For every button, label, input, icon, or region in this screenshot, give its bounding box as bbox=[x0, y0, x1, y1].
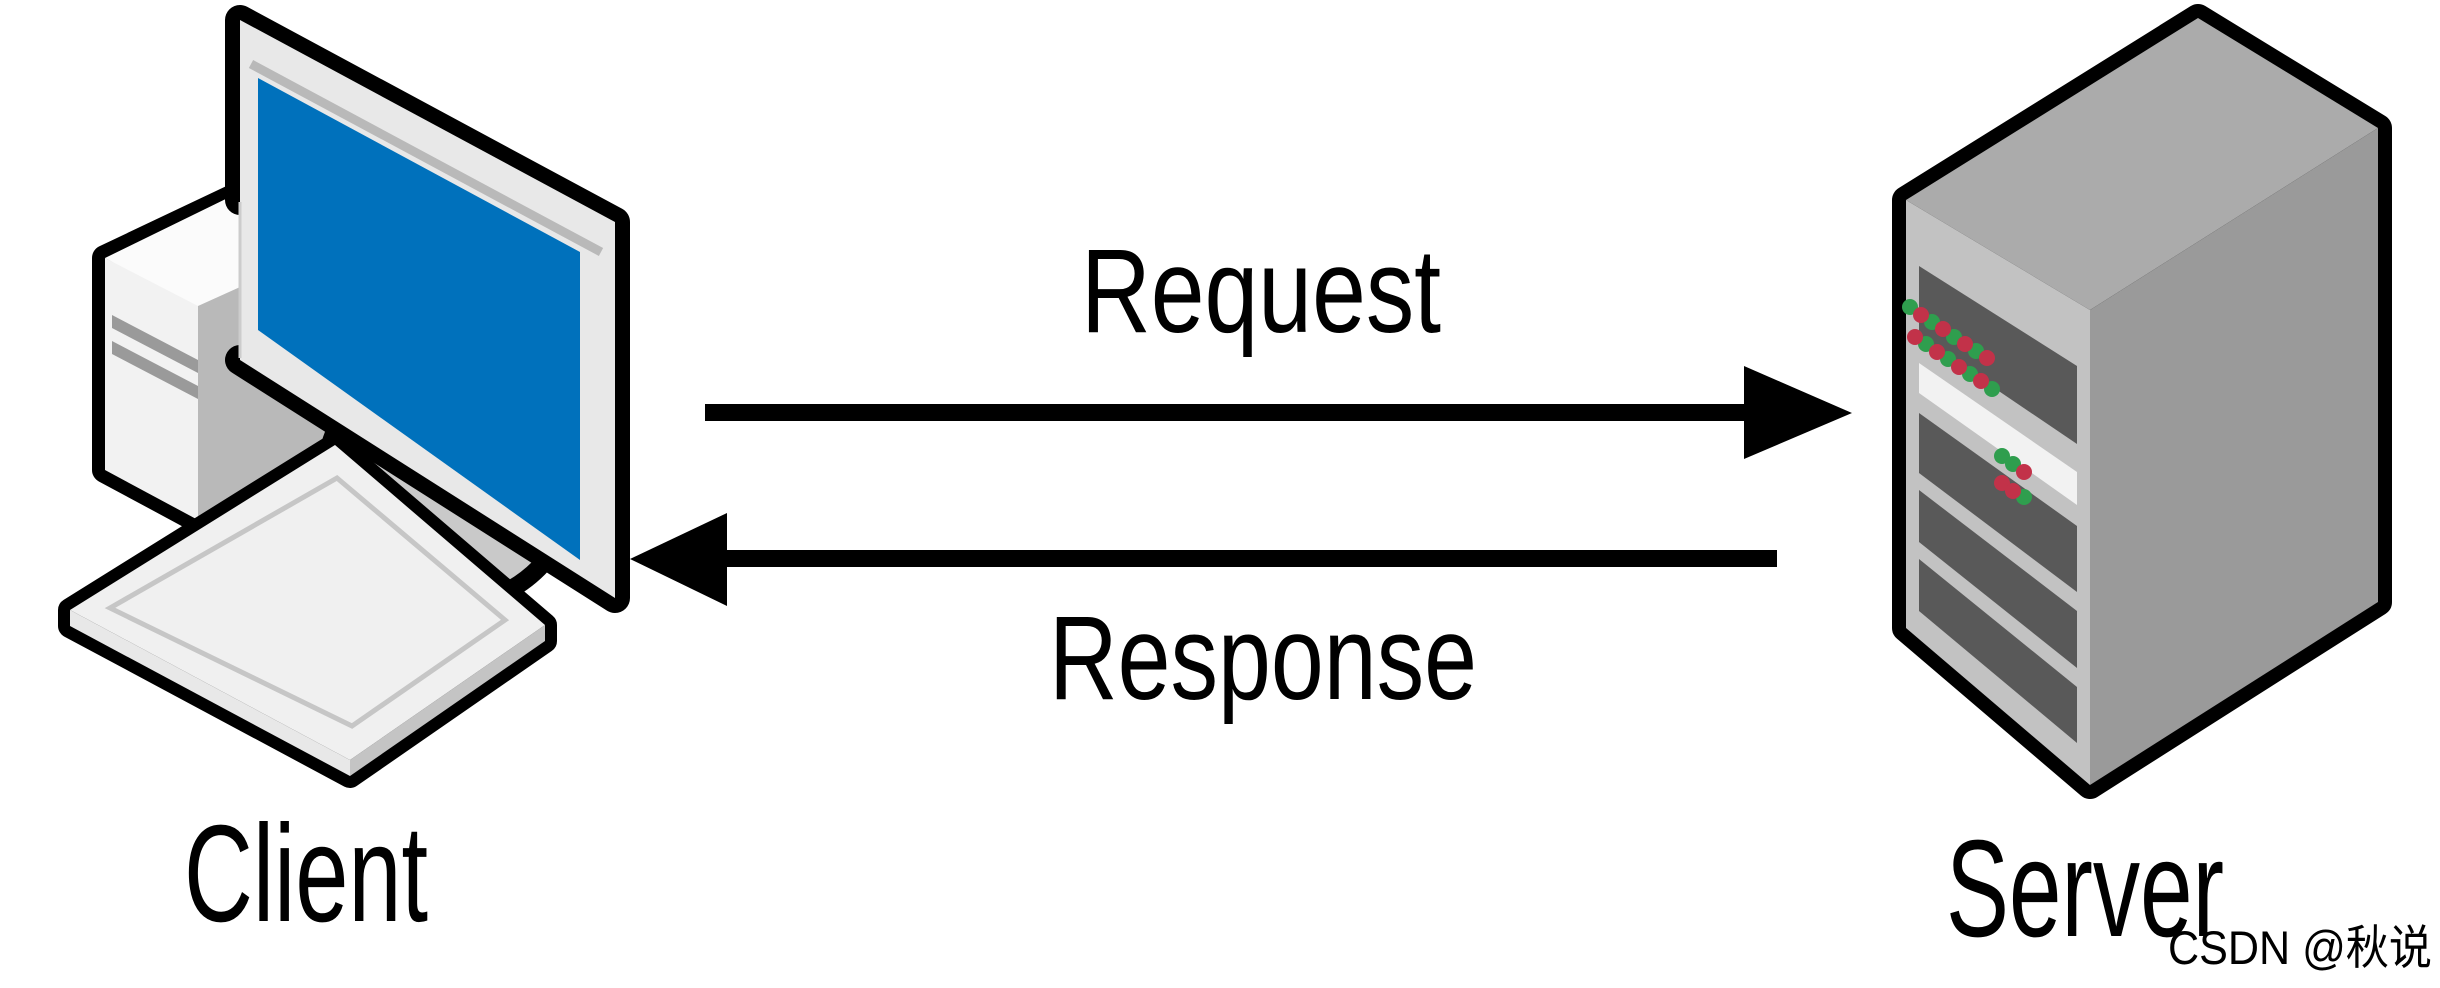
keyboard-icon bbox=[58, 433, 557, 788]
server-label: Server bbox=[1946, 812, 2224, 966]
server-top-face bbox=[1906, 18, 2378, 310]
response-label: Response bbox=[1049, 591, 1477, 725]
keyboard-key-area-line bbox=[104, 474, 510, 729]
server-icon bbox=[1892, 4, 2392, 799]
server-bay-slot bbox=[1919, 413, 2077, 592]
request-arrow-line bbox=[705, 404, 1750, 421]
monitor-screen bbox=[258, 78, 580, 560]
client-label: Client bbox=[184, 797, 428, 951]
tower-vent-stripe bbox=[112, 315, 198, 373]
monitor-icon bbox=[225, 5, 630, 613]
request-arrowhead-icon bbox=[1744, 366, 1852, 459]
monitor-bevel bbox=[248, 60, 604, 256]
server-side-face bbox=[2090, 128, 2378, 785]
request-arrow bbox=[705, 366, 1852, 459]
keyboard-right-edge bbox=[350, 625, 545, 776]
response-arrow-line bbox=[716, 550, 1777, 567]
server-drive-bays bbox=[1919, 266, 2077, 743]
client-computer-icon bbox=[58, 5, 630, 788]
keyboard-front-edge bbox=[70, 610, 350, 776]
server-white-stripe bbox=[1919, 363, 2077, 505]
keyboard-top-face bbox=[70, 445, 545, 760]
server-bay-slot bbox=[1919, 559, 2077, 743]
request-label: Request bbox=[1081, 224, 1441, 358]
tower-front-face bbox=[105, 258, 198, 520]
watermark: CSDN @秋说 bbox=[2168, 921, 2432, 974]
response-arrow bbox=[630, 513, 1777, 606]
server-bay-slot bbox=[1919, 266, 2077, 444]
tower-vent-stripe bbox=[112, 341, 198, 399]
response-arrowhead-icon bbox=[630, 513, 727, 606]
server-red-leds bbox=[1907, 307, 2032, 499]
server-bay-slot bbox=[1919, 490, 2077, 668]
